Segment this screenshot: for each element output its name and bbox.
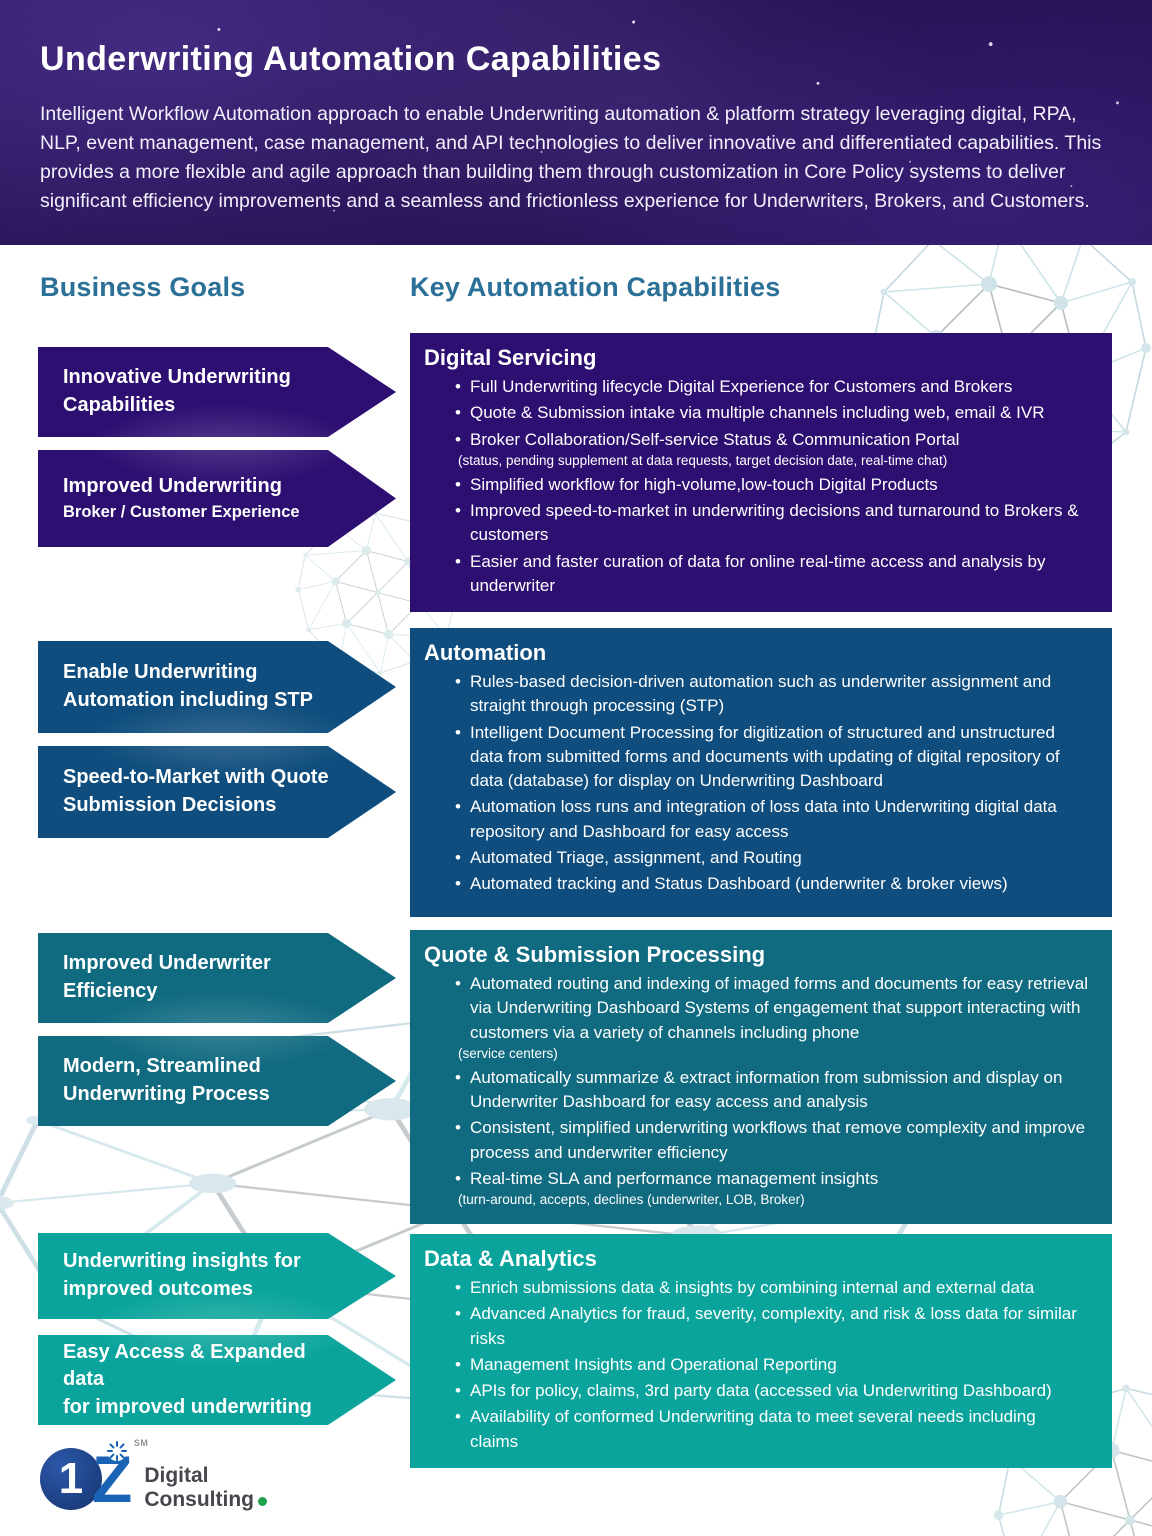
header-banner: Underwriting Automation Capabilities Int…	[0, 0, 1152, 245]
logo-one-glyph: 1	[58, 1454, 84, 1503]
bullet-item: Consistent, simplified underwriting work…	[455, 1116, 1088, 1165]
header-description: Intelligent Workflow Automation approach…	[40, 103, 1102, 212]
goal-arrow-modern-streamlined: Modern, Streamlined Underwriting Process	[38, 1036, 396, 1126]
bullet-item: Availability of conformed Underwriting d…	[455, 1405, 1088, 1454]
panel-bullet-list: Automated routing and indexing of imaged…	[424, 972, 1088, 1210]
bullet-item: Automated routing and indexing of imaged…	[455, 972, 1088, 1064]
bullet-item: Enrich submissions data & insights by co…	[455, 1276, 1088, 1301]
goal-line: Easy Access & Expanded data	[63, 1340, 306, 1391]
goal-line: Automation including STP	[63, 689, 313, 711]
panel-automation: Automation Rules-based decision-driven a…	[410, 628, 1112, 917]
goal-line: Enable Underwriting	[63, 661, 258, 684]
goal-arrow-speed-to-market: Speed-to-Market with Quote Submission De…	[38, 746, 396, 838]
panel-bullet-list: Enrich submissions data & insights by co…	[424, 1276, 1088, 1454]
key-automation-capabilities-heading: Key Automation Capabilities	[410, 272, 781, 302]
bullet-item: Real-time SLA and performance management…	[455, 1167, 1088, 1210]
logo-z-mark: Z SM	[92, 1438, 148, 1512]
goal-line: Modern, Streamlined	[63, 1055, 261, 1078]
panel-title: Quote & Submission Processing	[424, 942, 766, 967]
goal-arrow-underwriter-efficiency: Improved Underwriter Efficiency	[38, 933, 396, 1023]
bullet-item: Simplified workflow for high-volume,low-…	[455, 473, 1088, 498]
service-mark-label: SM	[133, 1438, 149, 1448]
goal-line: Efficiency	[63, 980, 158, 1002]
panel-bullet-list: Full Underwriting lifecycle Digital Expe…	[424, 375, 1088, 598]
bullet-item: Intelligent Document Processing for digi…	[455, 721, 1088, 794]
goal-line: Broker / Customer Experience	[63, 502, 300, 521]
goal-line: Innovative Underwriting	[63, 366, 291, 389]
bullet-note: (status, pending supplement at data requ…	[458, 452, 948, 468]
bullet-item: Improved speed-to-market in underwriting…	[455, 499, 1088, 548]
bullet-item: APIs for policy, claims, 3rd party data …	[455, 1379, 1088, 1404]
logo-word-consulting: Consulting	[144, 1488, 267, 1512]
bullet-item: Easier and faster curation of data for o…	[455, 550, 1088, 599]
goal-arrow-improved-underwriting: Improved Underwriting Broker / Customer …	[38, 450, 396, 547]
bullet-item: Automatically summarize & extract inform…	[455, 1066, 1088, 1115]
bullet-item: Automation loss runs and integration of …	[455, 795, 1088, 844]
goal-arrow-innovative-underwriting: Innovative Underwriting Capabilities	[38, 347, 396, 437]
bullet-item: Advanced Analytics for fraud, severity, …	[455, 1302, 1088, 1351]
panel-title: Automation	[424, 640, 547, 665]
page-title: Underwriting Automation Capabilities	[40, 40, 662, 78]
oz-digital-consulting-logo: 1 Z SM Digital Consulting	[40, 1438, 267, 1512]
bullet-item: Full Underwriting lifecycle Digital Expe…	[455, 375, 1088, 400]
bullet-item: Quote & Submission intake via multiple c…	[455, 401, 1088, 426]
sparkle-icon	[107, 1441, 127, 1461]
goal-arrow-easy-access-data: Easy Access & Expanded data for improved…	[38, 1335, 396, 1425]
bullet-item: Broker Collaboration/Self-service Status…	[455, 428, 1088, 471]
logo-word-digital: Digital	[144, 1464, 209, 1487]
logo-circle-one: 1	[40, 1448, 102, 1510]
panel-title: Digital Servicing	[424, 345, 597, 370]
business-goals-heading: Business Goals	[40, 272, 246, 302]
goal-arrow-enable-automation-stp: Enable Underwriting Automation including…	[38, 641, 396, 733]
goal-line: Speed-to-Market with Quote	[63, 766, 329, 789]
logo-green-dot	[257, 1496, 267, 1506]
goal-line: Improved Underwriting	[63, 475, 282, 498]
bullet-note: (service centers)	[458, 1045, 558, 1061]
goal-line: improved outcomes	[63, 1278, 254, 1300]
goal-line: Submission Decisions	[63, 794, 277, 816]
panel-data-analytics: Data & Analytics Enrich submissions data…	[410, 1234, 1112, 1469]
panel-bullet-list: Rules-based decision-driven automation s…	[424, 670, 1088, 897]
goal-line: Underwriting insights for	[63, 1250, 301, 1273]
goal-arrow-underwriting-insights: Underwriting insights for improved outco…	[38, 1233, 396, 1319]
bullet-item: Rules-based decision-driven automation s…	[455, 670, 1088, 719]
bullet-item: Automated Triage, assignment, and Routin…	[455, 846, 1088, 871]
panel-digital-servicing: Digital Servicing Full Underwriting life…	[410, 333, 1112, 613]
goal-line: Improved Underwriter	[63, 952, 271, 975]
panel-quote-submission-processing: Quote & Submission Processing Automated …	[410, 930, 1112, 1225]
goal-line: for improved underwriting	[63, 1395, 312, 1418]
bullet-note: (turn-around, accepts, declines (underwr…	[458, 1192, 805, 1208]
bullet-item: Automated tracking and Status Dashboard …	[455, 872, 1088, 897]
goal-line: Underwriting Process	[63, 1083, 270, 1105]
bullet-item: Management Insights and Operational Repo…	[455, 1353, 1088, 1378]
logo-wordmark: Digital Consulting	[144, 1464, 267, 1511]
panel-title: Data & Analytics	[424, 1246, 597, 1271]
goal-line: Capabilities	[63, 394, 176, 416]
